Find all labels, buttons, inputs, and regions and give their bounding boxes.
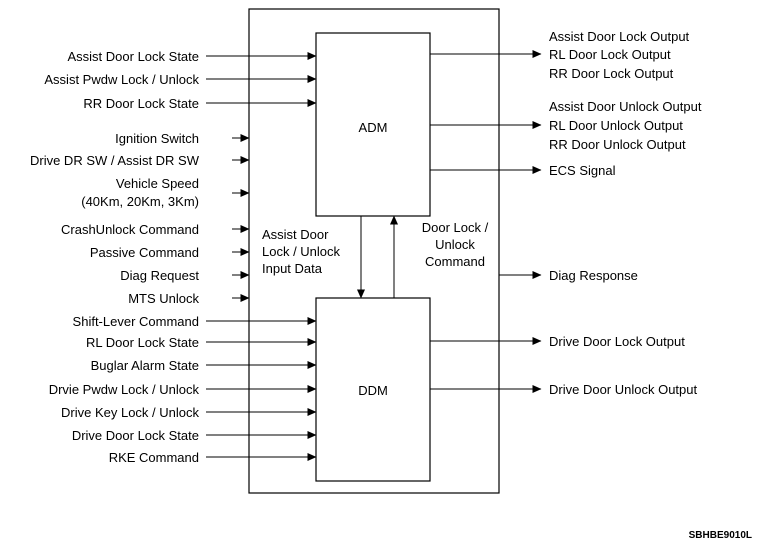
input-label: Shift-Lever Command (73, 314, 199, 329)
adm-block (315, 32, 431, 217)
output-label: RL Door Unlock Output (549, 118, 683, 133)
output-label: RL Door Lock Output (549, 47, 671, 62)
door-command-line1: Door Lock / (422, 220, 489, 235)
input-label: Buglar Alarm State (91, 358, 199, 373)
output-label: ECS Signal (549, 163, 616, 178)
output-label: Drive Door Unlock Output (549, 382, 697, 397)
input-label: Passive Command (90, 245, 199, 260)
door-command-line2: Unlock (435, 237, 475, 252)
ddm-block (315, 297, 431, 482)
input-label: Vehicle Speed (116, 176, 199, 191)
input-label: RKE Command (109, 450, 199, 465)
input-label: CrashUnlock Command (61, 222, 199, 237)
door-command-line3: Command (425, 254, 485, 269)
ddm-label: DDM (358, 383, 388, 398)
input-label: Drive Key Lock / Unlock (61, 405, 199, 420)
assist-input-data-line1: Assist Door (262, 227, 329, 242)
output-label: Assist Door Unlock Output (549, 99, 702, 114)
output-label: RR Door Unlock Output (549, 137, 686, 152)
input-label: (40Km, 20Km, 3Km) (81, 194, 199, 209)
figure-code: SBHBE9010L (689, 530, 752, 541)
output-label: Drive Door Lock Output (549, 334, 685, 349)
assist-input-data-line2: Lock / Unlock (262, 244, 341, 259)
output-label: Diag Response (549, 268, 638, 283)
output-label: RR Door Lock Output (549, 66, 674, 81)
input-label: Diag Request (120, 268, 199, 283)
input-label: Assist Door Lock State (68, 49, 200, 64)
input-label: Ignition Switch (115, 131, 199, 146)
input-label: MTS Unlock (128, 291, 199, 306)
input-label: Drive DR SW / Assist DR SW (30, 153, 200, 168)
output-label: Assist Door Lock Output (549, 29, 690, 44)
input-label: RL Door Lock State (86, 335, 199, 350)
adm-label: ADM (359, 120, 388, 135)
assist-input-data-line3: Input Data (262, 261, 323, 276)
input-label: Drvie Pwdw Lock / Unlock (49, 382, 200, 397)
input-label: Drive Door Lock State (72, 428, 199, 443)
input-label: Assist Pwdw Lock / Unlock (44, 72, 199, 87)
input-label: RR Door Lock State (83, 96, 199, 111)
